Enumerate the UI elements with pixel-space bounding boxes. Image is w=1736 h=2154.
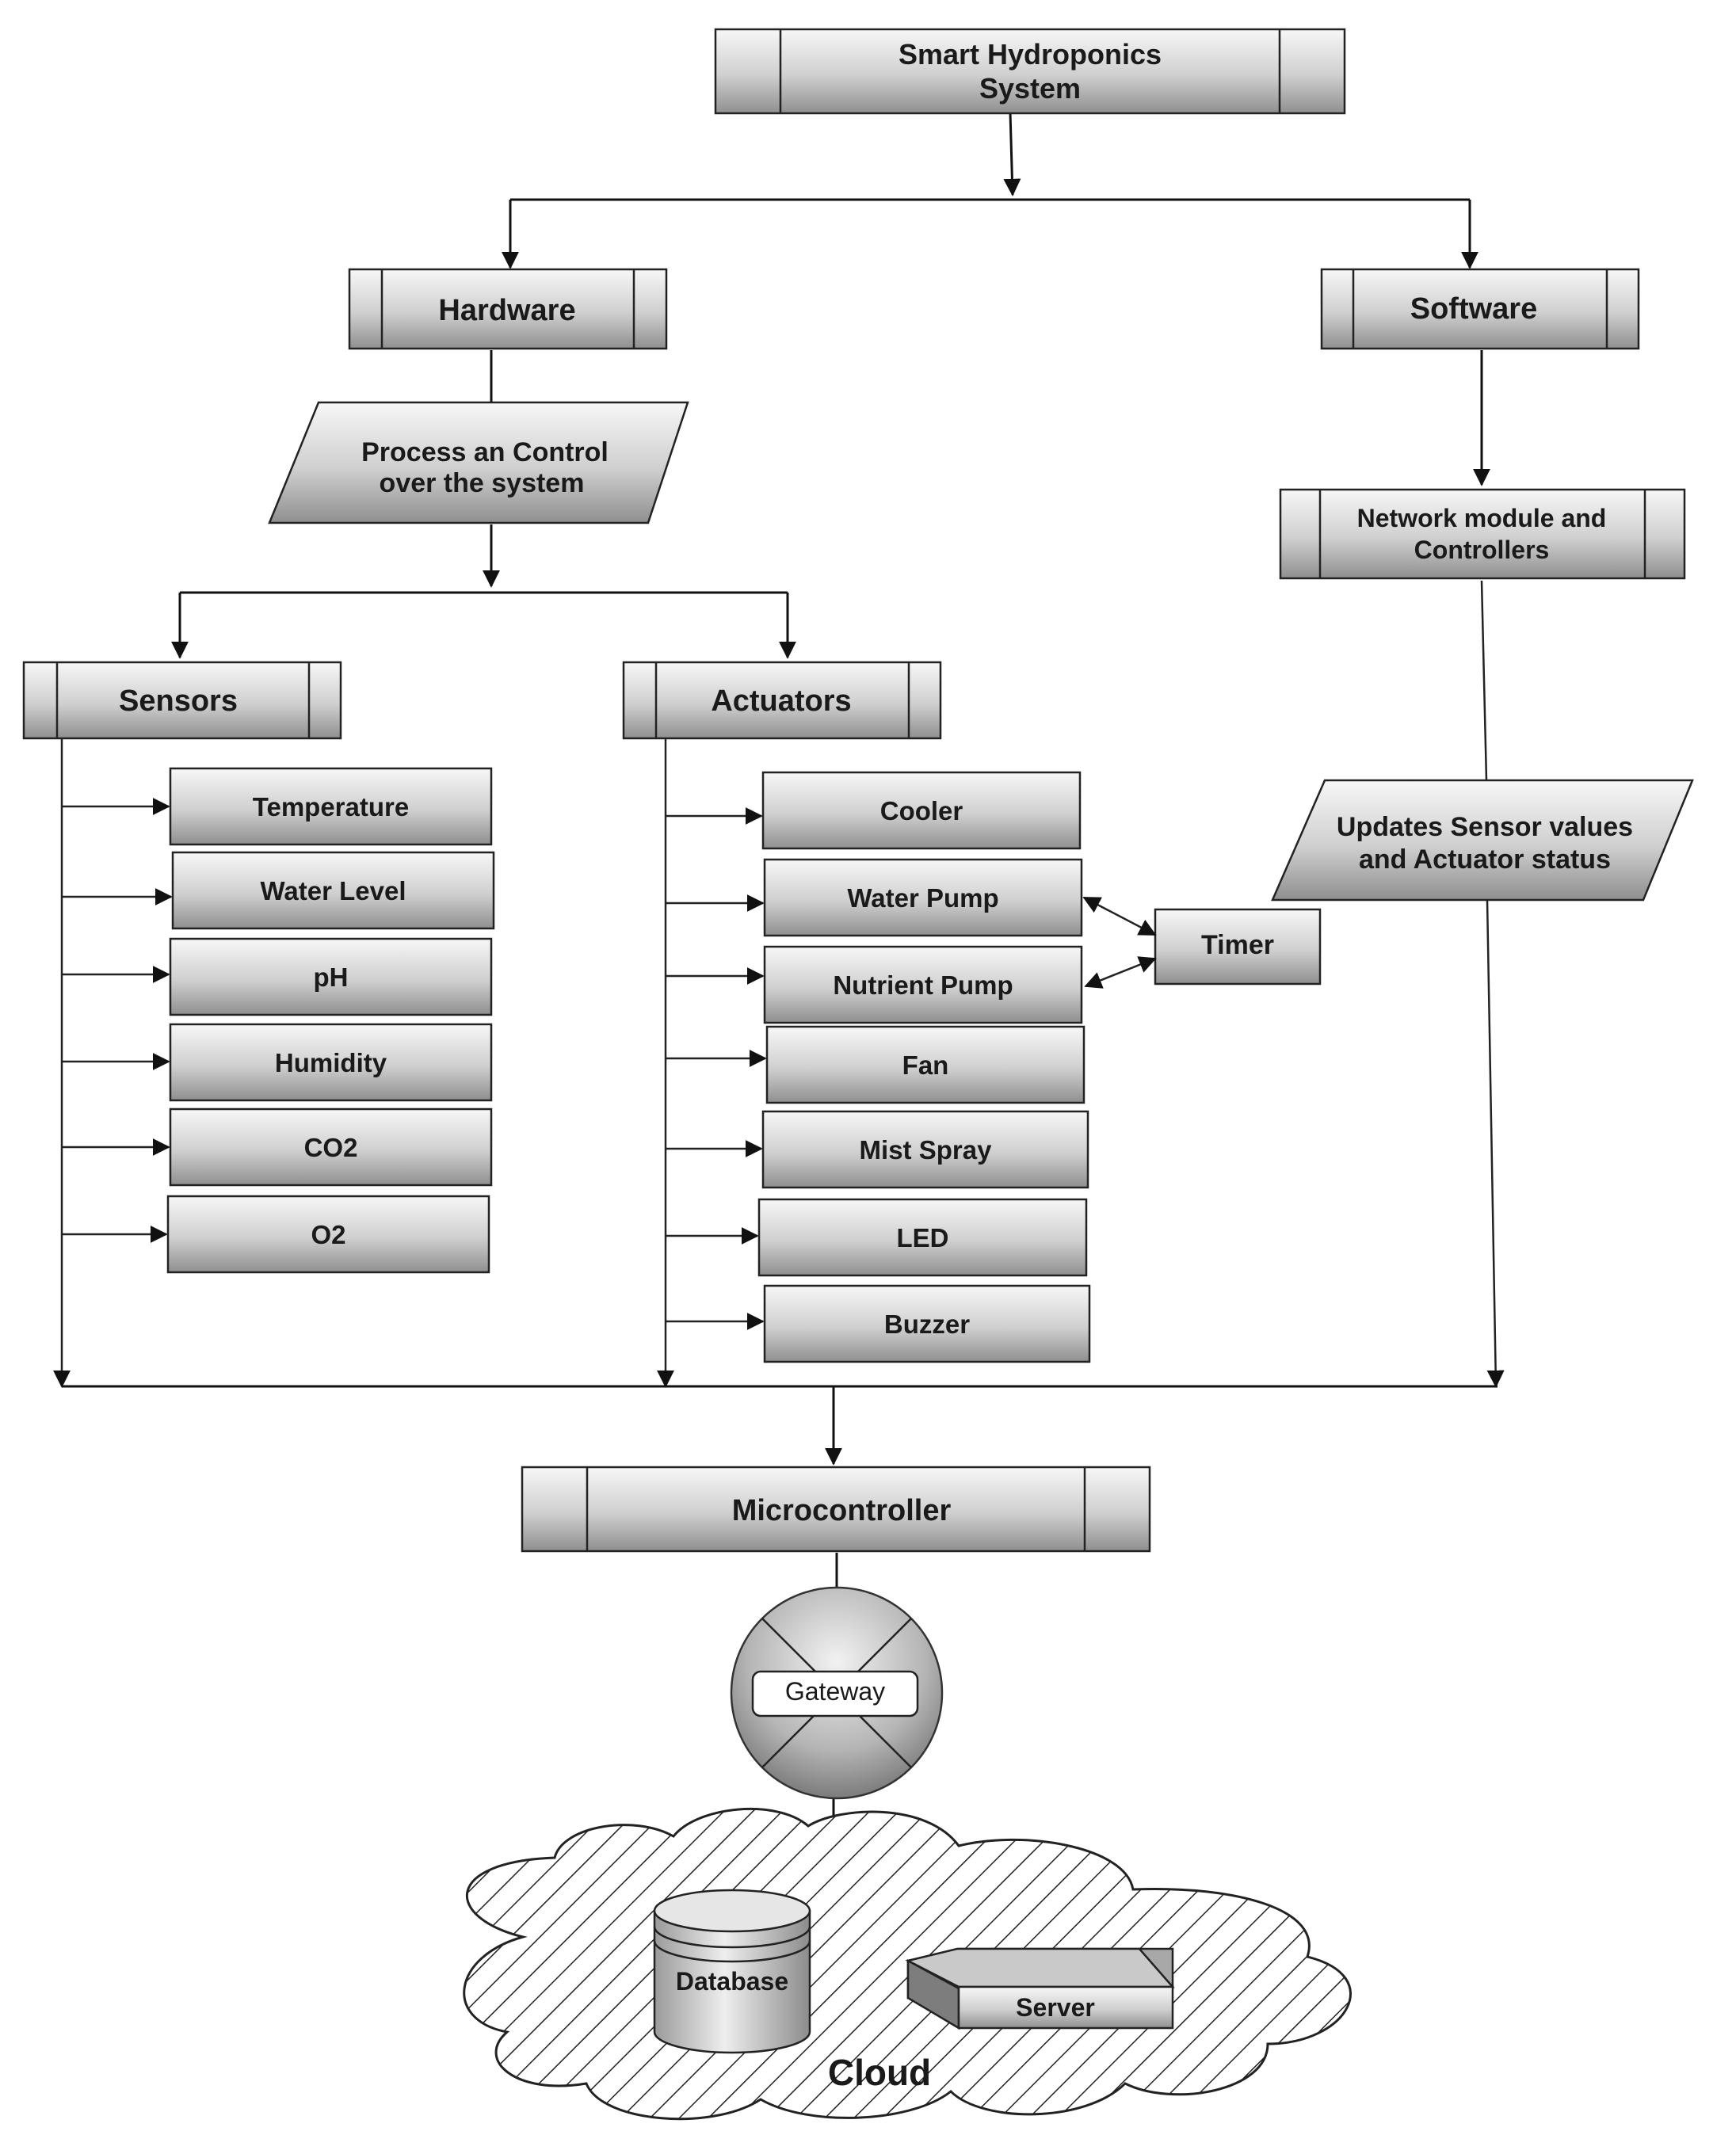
database-label: Database [676,1967,788,1996]
actuator-item-buzzer: Buzzer [666,1284,1091,1363]
gateway-node: Gateway [730,1586,944,1800]
sensor-box-ph [169,937,493,1016]
network-module-box: Network module and Controllers [1279,488,1686,580]
database-cylinder: Database [653,1889,811,2054]
actuator-box-mist-spray [761,1110,1089,1189]
actuator-label-fan: Fan [902,1050,949,1080]
network-line-1: Network module and [1357,504,1607,532]
cloud: Database Server Cloud [463,1808,1352,2121]
root-title-line-2: System [979,72,1081,105]
sensor-box-co2 [169,1107,493,1187]
actuator-item-water-pump: Water Pump [666,858,1083,937]
network-line-2: Controllers [1414,536,1550,564]
timer-water-pump-link [1082,896,1157,936]
microcontroller-box: Microcontroller [521,1466,1151,1553]
actuators-box: Actuators [622,661,942,740]
connector-network-updates [1480,580,1488,781]
actuator-label-led: LED [897,1223,949,1252]
sensor-label-o2: O2 [311,1220,345,1249]
actuator-item-cooler: Cooler [666,771,1082,850]
sensor-item-humidity: Humidity [62,1023,493,1102]
connector-root-down [1003,112,1021,196]
sensor-item-ph: pH [62,937,493,1016]
sensor-label-temperature: Temperature [253,792,409,822]
server-box: Server [905,1947,1175,2030]
sensor-label-ph: pH [314,963,349,992]
timer-label: Timer [1201,930,1274,960]
server-label: Server [1016,1993,1095,2022]
actuator-box-led [757,1198,1088,1277]
actuator-label-water-pump: Water Pump [847,883,998,913]
root-box: Smart Hydroponics System [714,28,1346,115]
software-label: Software [1410,292,1537,326]
sensors-box: Sensors [22,661,342,740]
process-line-2: over the system [380,468,585,498]
process-parallelogram: Process an Control over the system [268,401,689,524]
actuator-box-cooler [761,771,1082,850]
actuator-label-buzzer: Buzzer [884,1310,970,1339]
root-title-line-1: Smart Hydroponics [899,38,1162,71]
actuator-box-buzzer [763,1284,1091,1363]
sensors-title: Sensors [119,684,238,718]
cloud-label: Cloud [828,2052,931,2093]
sensor-item-o2: O2 [62,1195,490,1274]
sensor-label-humidity: Humidity [275,1048,387,1077]
actuator-label-mist-spray: Mist Spray [860,1135,993,1165]
sensor-item-water-level: Water Level [62,851,495,930]
hardware-box: Hardware [348,268,668,350]
sensor-label-co2: CO2 [304,1133,358,1162]
microcontroller-label: Microcontroller [732,1494,952,1527]
actuator-box-water-pump [763,858,1083,937]
connector-updates-bus [1486,899,1505,1388]
sensor-box-temperature [169,767,493,846]
sensor-item-co2: CO2 [62,1107,493,1187]
timer-box: Timer [1082,896,1322,989]
actuator-item-nutrient-pump: Nutrient Pump [666,945,1083,1024]
updates-line-2: and Actuator status [1359,844,1611,875]
actuator-item-led: LED [666,1198,1088,1277]
software-box: Software [1320,268,1640,350]
actuator-box-fan [765,1025,1085,1104]
sensor-box-humidity [169,1023,493,1102]
sensor-box-o2 [166,1195,490,1274]
actuator-label-cooler: Cooler [880,796,963,825]
updates-parallelogram: Updates Sensor values and Actuator statu… [1271,779,1694,902]
process-line-1: Process an Control [361,437,609,467]
actuator-item-mist-spray: Mist Spray [666,1110,1089,1189]
hardware-label: Hardware [438,294,575,327]
sensor-item-temperature: Temperature [62,767,493,846]
actuator-item-fan: Fan [666,1025,1085,1104]
updates-line-1: Updates Sensor values [1337,812,1633,842]
gateway-label: Gateway [785,1677,885,1706]
actuators-title: Actuators [711,684,851,718]
timer-nutrient-pump-link [1084,956,1157,989]
sensor-box-water-level [171,851,495,930]
actuator-label-nutrient-pump: Nutrient Pump [833,970,1013,1000]
actuator-box-nutrient-pump [763,945,1083,1024]
sensor-label-water-level: Water Level [260,876,406,905]
